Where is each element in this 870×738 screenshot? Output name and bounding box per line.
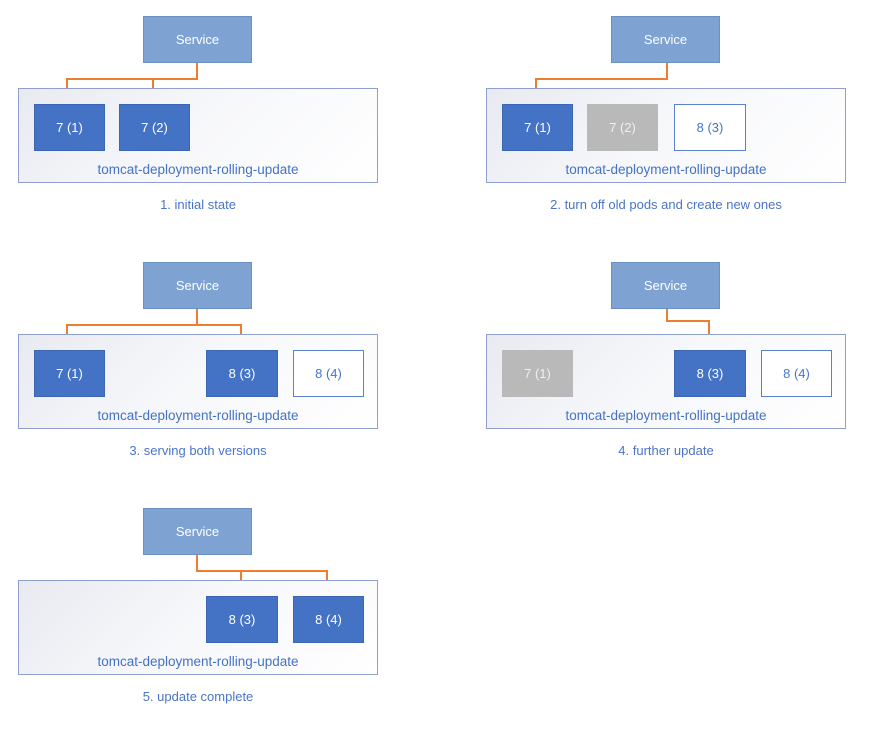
pod: 7 (1) [502,104,573,151]
connector-stem [666,63,668,80]
deployment-label: tomcat-deployment-rolling-update [97,654,299,669]
service-box: Service [143,262,252,309]
connector-line [66,78,198,80]
deployment-container: 7 (1) 7 (2) 8 (3) tomcat-deployment-roll… [486,88,846,183]
pod: 7 (1) [502,350,573,397]
panel-further-update: Service 7 (1) 8 (3) 8 (4) tomcat-deploym… [468,262,870,492]
connector-drop [326,570,328,587]
panel-initial-state: Service 7 (1) 7 (2) tomcat-deployment-ro… [0,16,435,246]
panel-serving-both-versions: Service 7 (1) 8 (3) 8 (4) tomcat-deploym… [0,262,435,492]
connector-stem [196,309,198,326]
connector-line [666,320,710,322]
connector-drop [535,78,537,95]
connector-drop [240,570,242,587]
service-box: Service [143,508,252,555]
panel-turn-off-old-pods: Service 7 (1) 7 (2) 8 (3) tomcat-deploym… [468,16,870,246]
connector-stem [196,555,198,572]
connector-line [535,78,668,80]
service-box: Service [143,16,252,63]
panel-caption: 4. further update [618,443,714,458]
deployment-container: 8 (3) 8 (4) tomcat-deployment-rolling-up… [18,580,378,675]
pod: 8 (3) [674,350,746,397]
connector-line [66,324,242,326]
connector-stem [196,63,198,80]
pod: 7 (1) [34,104,105,151]
pod: 7 (1) [34,350,105,397]
rolling-update-diagram: Service 7 (1) 7 (2) tomcat-deployment-ro… [0,16,870,704]
panel-caption: 2. turn off old pods and create new ones [550,197,782,212]
connector-line [196,570,328,572]
panel-caption: 5. update complete [142,689,254,704]
deployment-container: 7 (1) 7 (2) tomcat-deployment-rolling-up… [18,88,378,183]
pod: 8 (3) [674,104,746,151]
pod: 8 (4) [293,596,364,643]
service-box: Service [611,262,720,309]
deployment-container: 7 (1) 8 (3) 8 (4) tomcat-deployment-roll… [18,334,378,429]
deployment-label: tomcat-deployment-rolling-update [97,162,299,177]
connector-drop [240,324,242,341]
connector-drop [66,78,68,95]
panel-caption: 3. serving both versions [129,443,267,458]
pod: 8 (3) [206,350,278,397]
pod: 8 (3) [206,596,278,643]
deployment-label: tomcat-deployment-rolling-update [565,408,767,423]
pod: 7 (2) [587,104,658,151]
pod: 8 (4) [293,350,364,397]
panel-caption: 1. initial state [160,197,236,212]
service-box: Service [611,16,720,63]
deployment-container: 7 (1) 8 (3) 8 (4) tomcat-deployment-roll… [486,334,846,429]
deployment-label: tomcat-deployment-rolling-update [565,162,767,177]
connector-stem [666,309,668,322]
panel-update-complete: Service 8 (3) 8 (4) tomcat-deployment-ro… [0,508,435,738]
connector-drop [152,78,154,95]
connector-drop [66,324,68,341]
pod: 8 (4) [761,350,832,397]
pod: 7 (2) [119,104,190,151]
deployment-label: tomcat-deployment-rolling-update [97,408,299,423]
connector-drop [708,320,710,341]
